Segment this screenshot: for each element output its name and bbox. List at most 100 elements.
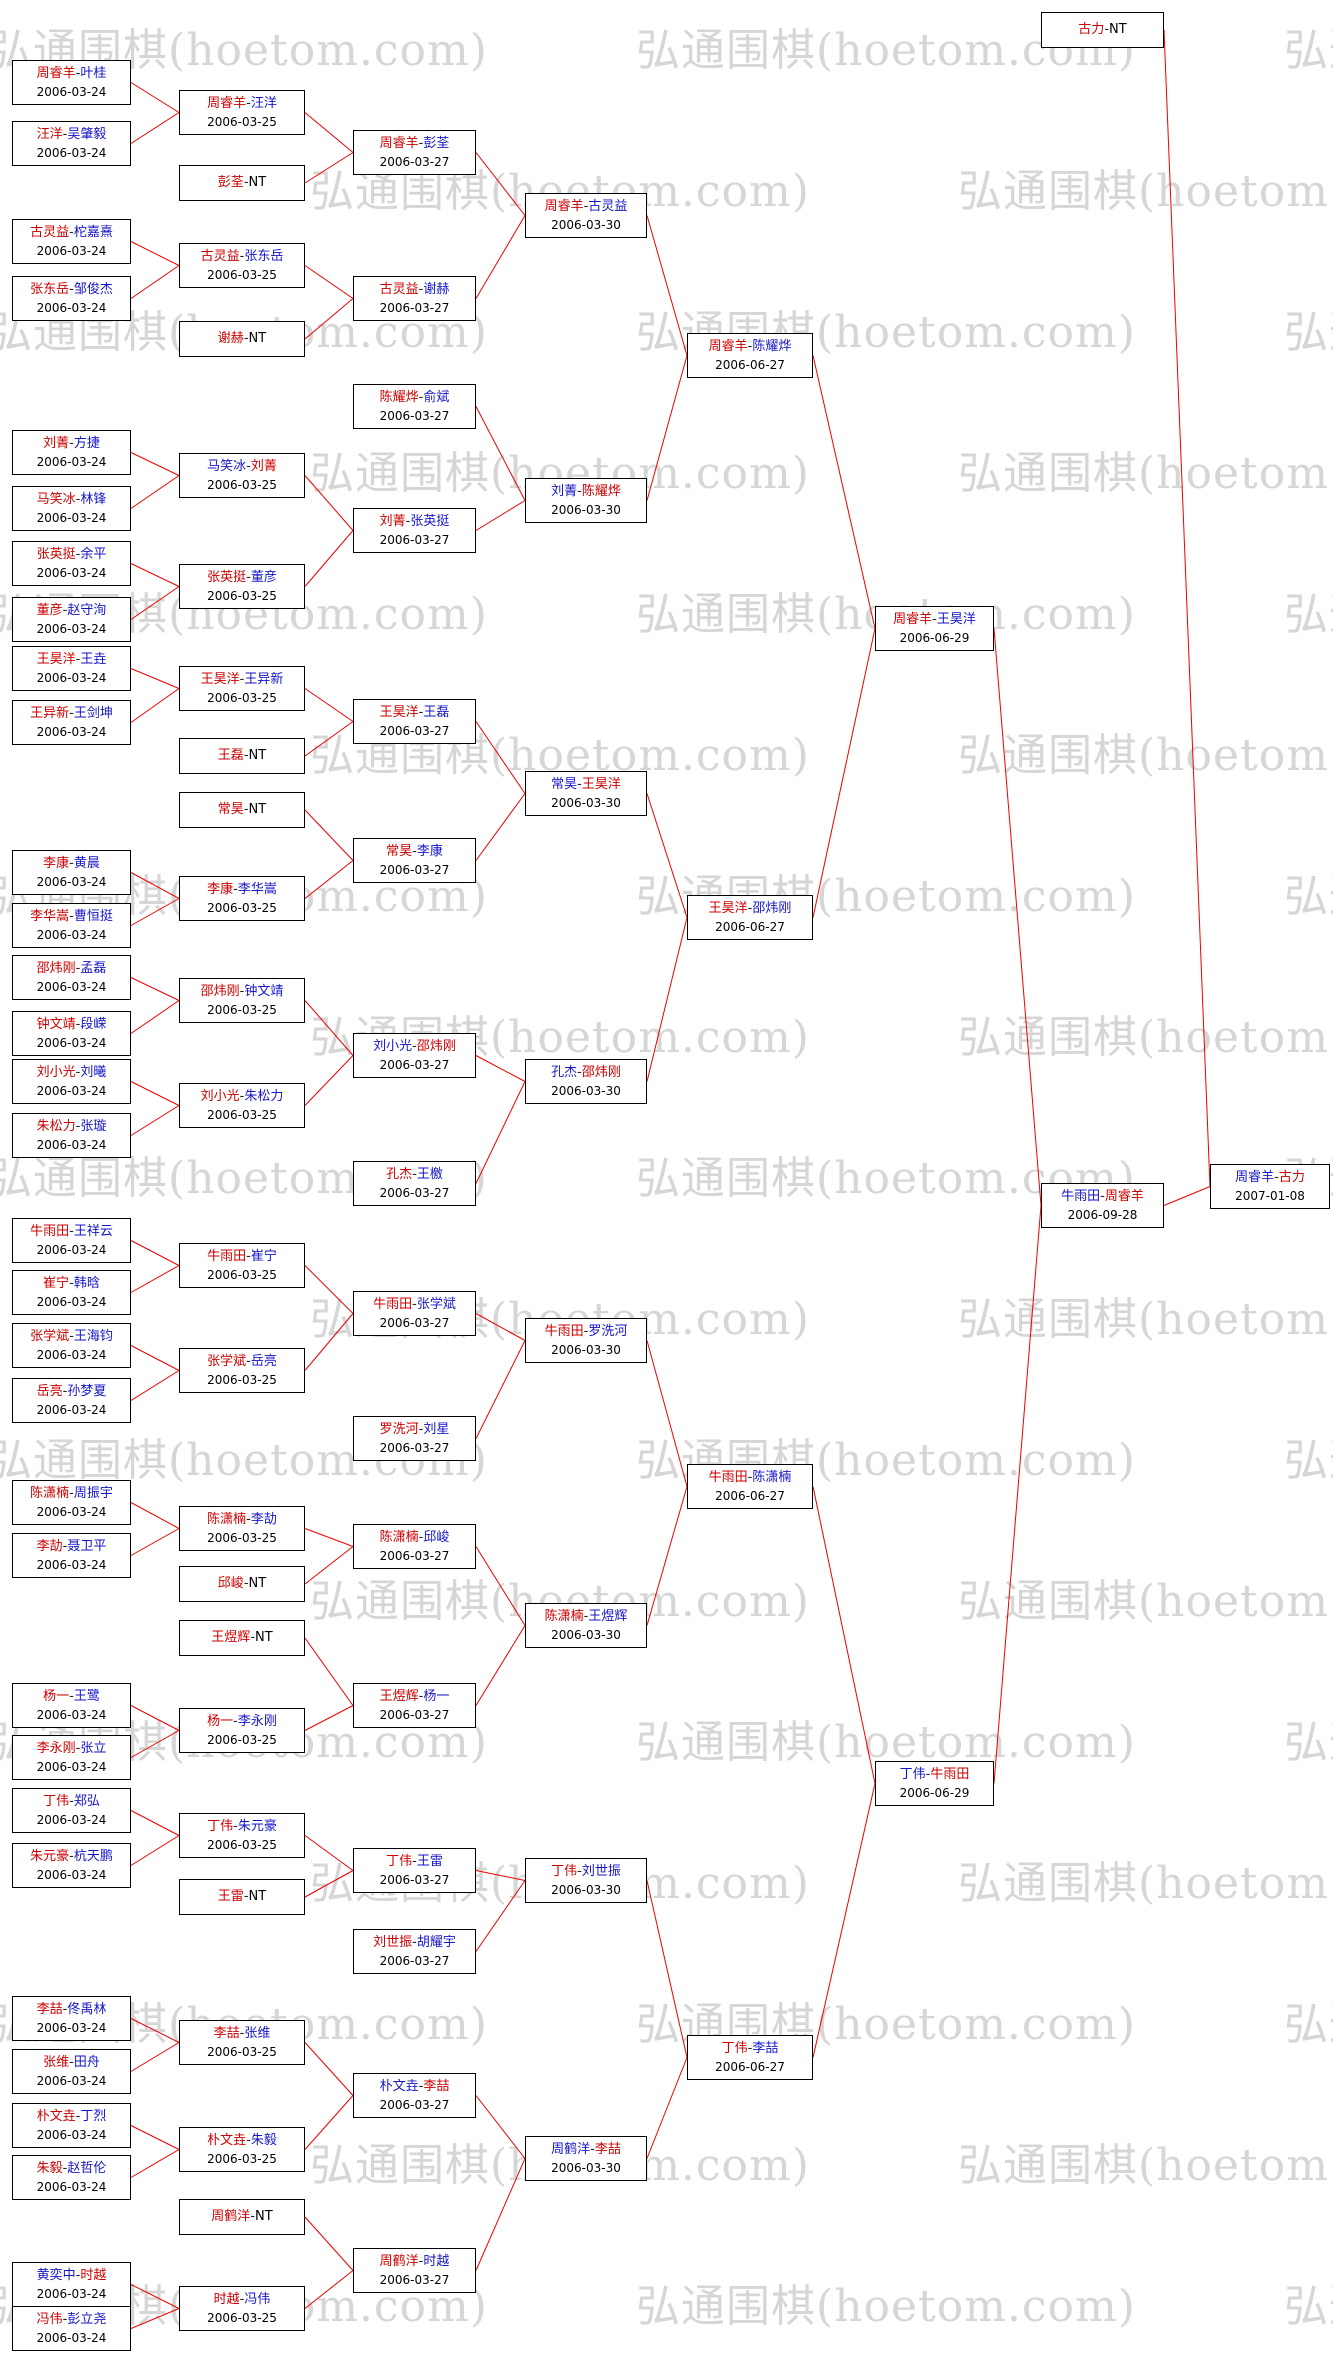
match-box-m700[interactable]: 古力-NT (1041, 12, 1164, 48)
bracket-connector (304, 2095, 354, 2150)
match-players: 王昊洋-邵炜刚 (709, 899, 792, 919)
match-box-m220[interactable]: 王雷-NT (179, 1879, 305, 1915)
player-bye: NT (255, 2209, 273, 2225)
bracket-connector (475, 793, 526, 861)
match-date: 2006-03-27 (379, 155, 450, 170)
match-box-m217[interactable]: 王煜辉-NT (179, 1620, 305, 1656)
match-box-m204[interactable]: 谢赫-NT (179, 321, 305, 357)
match-box-m223[interactable]: 周鹤洋-NT (179, 2199, 305, 2235)
player-winner: 刘菁 (379, 513, 406, 529)
match-box-m208[interactable]: 王磊-NT (179, 738, 305, 774)
match-box-m202[interactable]: 彭荃-NT (179, 165, 305, 201)
match-box-m216[interactable]: 邱峻-NT (179, 1566, 305, 1602)
player-loser: 朱松力 (244, 1088, 284, 1104)
player-separator: - (577, 776, 582, 792)
match-date: 2006-03-30 (551, 2161, 621, 2176)
watermark-text: 弘通围棋(hoetom.com) (1284, 1435, 1333, 1486)
bracket-connector (475, 1081, 526, 1184)
match-box-m209[interactable]: 常昊-NT (179, 792, 305, 828)
